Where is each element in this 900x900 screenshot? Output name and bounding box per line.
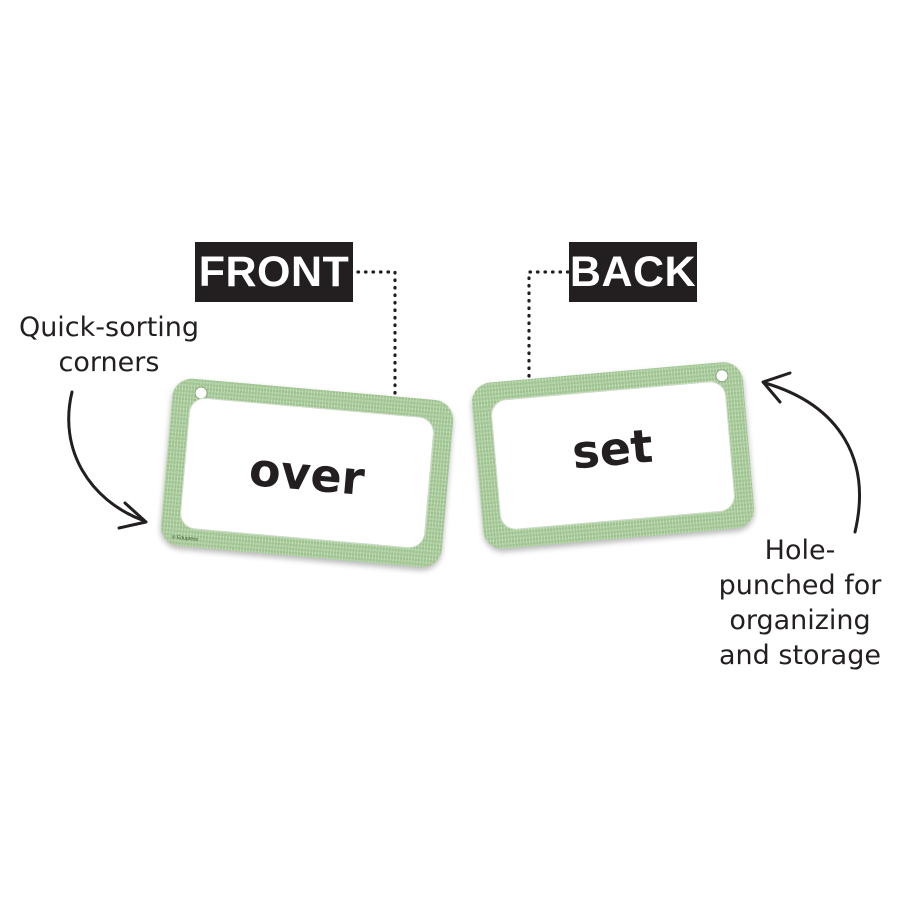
hole-arrowhead bbox=[761, 371, 792, 404]
front-card-face: over bbox=[178, 396, 436, 550]
corners-arrowhead bbox=[117, 501, 148, 530]
back-label: BACK bbox=[569, 242, 697, 302]
back-flash-card: set bbox=[470, 360, 756, 551]
hole-callout: Hole- punched for organizing and storage bbox=[700, 533, 900, 673]
hole-callout-line-1: Hole- bbox=[764, 535, 836, 566]
hole-callout-line-3: organizing bbox=[729, 605, 871, 636]
front-flash-card: over © Edupress bbox=[159, 377, 455, 569]
back-card-face: set bbox=[489, 379, 737, 532]
corners-callout-line-1: Quick-sorting bbox=[18, 312, 200, 343]
hole-arrow bbox=[763, 381, 861, 534]
back-card-word: set bbox=[569, 418, 655, 480]
front-label: FRONT bbox=[195, 242, 353, 302]
hole-punch-icon bbox=[714, 368, 730, 383]
hole-callout-line-4: and storage bbox=[719, 640, 881, 671]
hole-callout-line-2: punched for bbox=[718, 570, 882, 601]
card-copyright: © Edupress bbox=[171, 534, 199, 543]
back-dotted-connector bbox=[527, 270, 570, 382]
corners-callout-line-2: corners bbox=[58, 347, 160, 378]
corners-arrow bbox=[67, 390, 144, 522]
front-dotted-connector bbox=[356, 270, 397, 404]
front-card-word: over bbox=[247, 442, 367, 506]
corners-callout: Quick-sorting corners bbox=[4, 310, 214, 380]
